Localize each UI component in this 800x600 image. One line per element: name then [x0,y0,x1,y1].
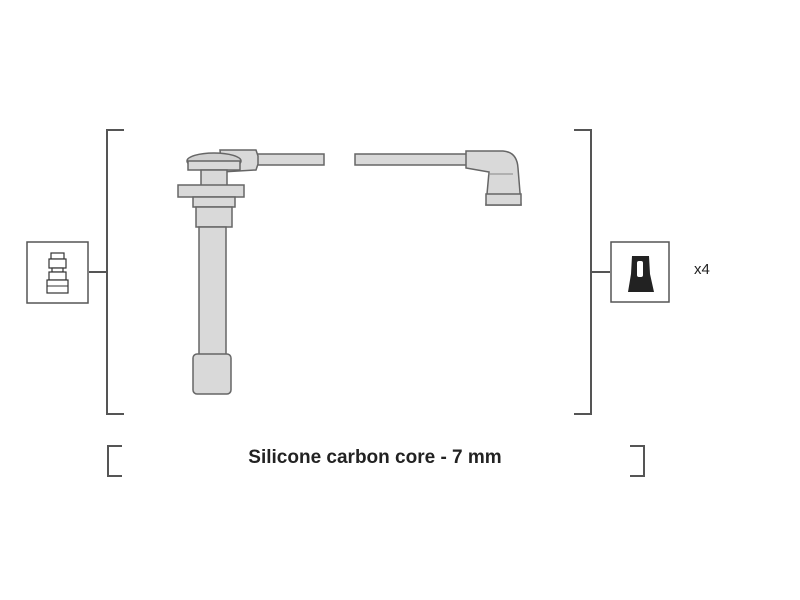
quantity-label: x4 [694,261,710,278]
cable-end-straight-boot [177,149,325,395]
right-bracket [574,129,592,415]
caption-bracket-left [107,445,122,477]
cable-specification-caption: Silicone carbon core - 7 mm [248,447,502,468]
ignition-coil-boot-icon [610,241,670,303]
spark-plug-connector-icon [26,241,89,304]
caption-bracket-right [630,445,645,477]
cable-end-angled-boot [354,150,522,206]
left-bracket [106,129,124,415]
